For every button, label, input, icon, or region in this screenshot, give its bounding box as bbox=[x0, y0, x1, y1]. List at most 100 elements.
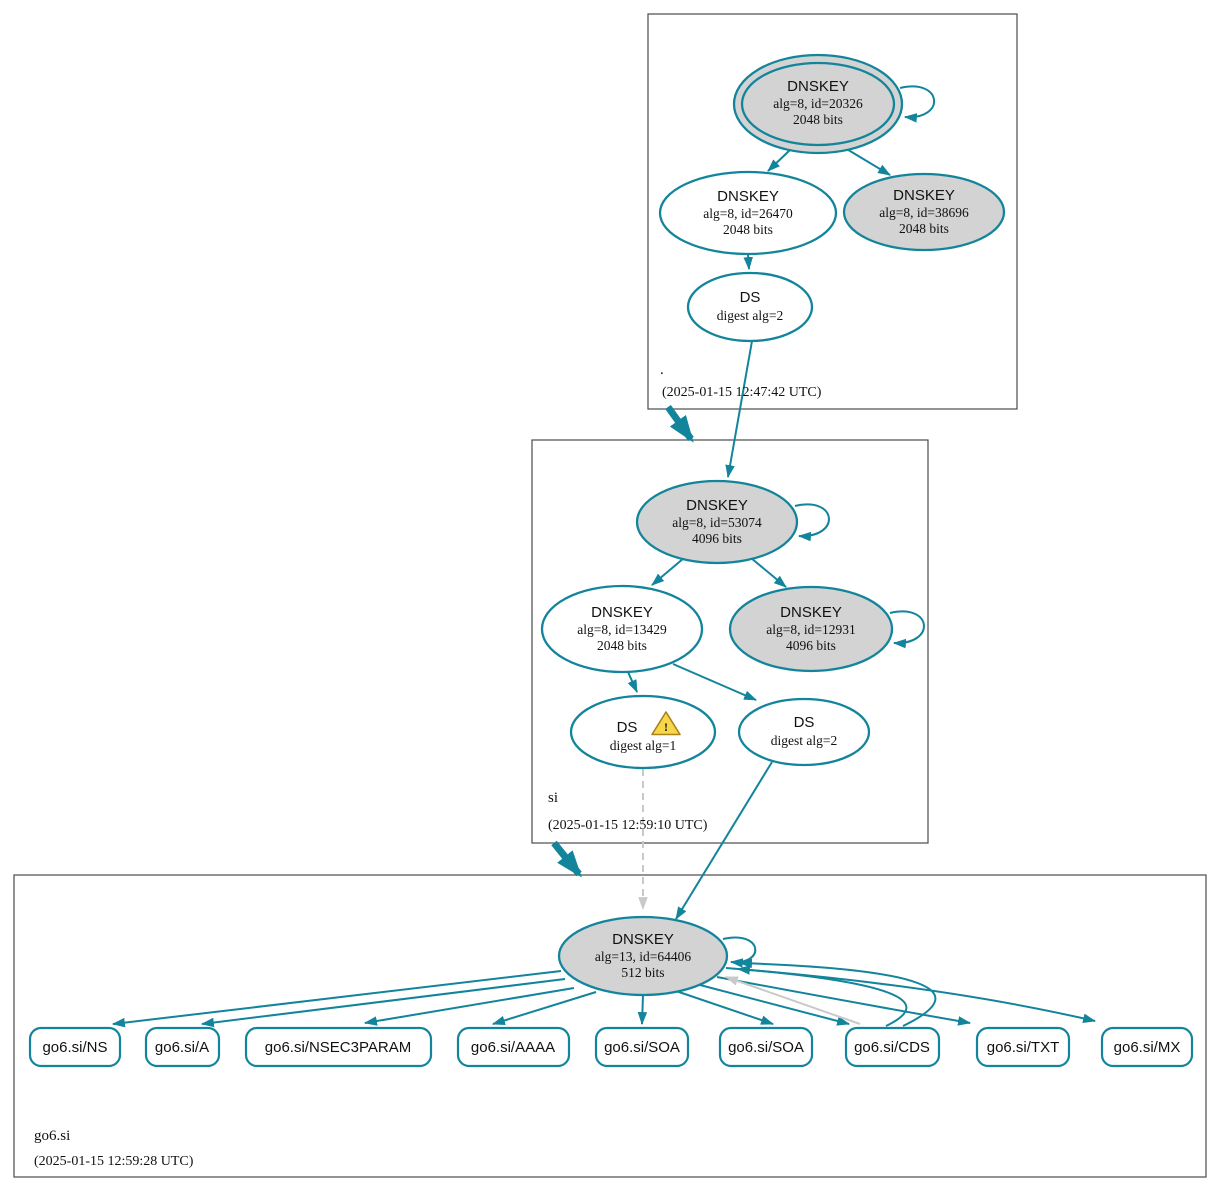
edge-si-ds2-to-go6si-dnskey bbox=[675, 761, 773, 920]
root-standby-title: DNSKEY bbox=[893, 187, 955, 204]
rrset-node-ns[interactable]: go6.si/NS bbox=[28, 1026, 122, 1068]
root-ds-ellipse[interactable] bbox=[686, 271, 814, 343]
rrset-node-soa-2[interactable]: go6.si/SOA bbox=[718, 1026, 814, 1068]
node-si-ksk[interactable]: DNSKEY alg=8, id=53074 4096 bits bbox=[635, 479, 799, 565]
edge-cds-to-dnskey-1 bbox=[738, 958, 937, 1027]
rrset-box-nsec3param[interactable] bbox=[244, 1026, 433, 1068]
edge-dnskey-to-ns bbox=[111, 970, 562, 1028]
rrset-box-mx[interactable] bbox=[1100, 1026, 1194, 1068]
edge-dnskey-to-txt bbox=[716, 976, 972, 1026]
selfloop-go6si-dnskey bbox=[722, 936, 757, 968]
edge-dnskey-to-cds bbox=[699, 984, 851, 1026]
warning-exclamation: ! bbox=[664, 720, 668, 734]
zone-label-si: si bbox=[548, 790, 558, 806]
warning-triangle bbox=[651, 711, 681, 736]
rrset-box-cds[interactable] bbox=[844, 1026, 941, 1068]
si-ksk-size: 4096 bits bbox=[692, 531, 742, 546]
rrset-label-aaaa: go6.si/AAAA bbox=[471, 1039, 555, 1056]
trust-chain-arrow-si-to-go6si bbox=[551, 840, 582, 878]
si-ds2-ellipse[interactable] bbox=[737, 697, 871, 767]
node-si-ds1[interactable]: DS ! digest alg=1 bbox=[569, 694, 717, 770]
rrset-node-nsec3param[interactable]: go6.si/NSEC3PARAM bbox=[244, 1026, 433, 1068]
root-ksk-title: DNSKEY bbox=[787, 78, 849, 95]
root-standby-ellipse[interactable] bbox=[842, 172, 1006, 252]
edge-si-zsk-to-ds2 bbox=[672, 663, 757, 701]
si-ksk-ellipse[interactable] bbox=[635, 479, 799, 565]
node-root-ds[interactable]: DS digest alg=2 bbox=[686, 271, 814, 343]
si-standby-size: 4096 bits bbox=[786, 638, 836, 653]
go6si-dnskey-attrs: alg=13, id=64406 bbox=[595, 949, 691, 964]
root-ds-attrs: digest alg=2 bbox=[717, 308, 783, 323]
edge-root-ksk-to-standby bbox=[844, 147, 891, 176]
warning-icon: ! bbox=[651, 711, 681, 736]
si-ds2-attrs: digest alg=2 bbox=[771, 733, 837, 748]
node-si-ds2[interactable]: DS digest alg=2 bbox=[737, 697, 871, 767]
si-standby-ellipse[interactable] bbox=[728, 585, 894, 673]
selfloop-root-ksk bbox=[899, 85, 935, 123]
si-zsk-size: 2048 bits bbox=[597, 638, 647, 653]
node-root-ksk[interactable]: DNSKEY alg=8, id=20326 2048 bits bbox=[732, 53, 904, 155]
rrset-box-a[interactable] bbox=[144, 1026, 221, 1068]
si-ds1-attrs: digest alg=1 bbox=[610, 738, 676, 753]
rrset-node-mx[interactable]: go6.si/MX bbox=[1100, 1026, 1194, 1068]
go6si-dnskey-ellipse[interactable] bbox=[557, 915, 729, 997]
zone-label-go6si: go6.si bbox=[34, 1128, 70, 1144]
root-zsk-attrs: alg=8, id=26470 bbox=[703, 206, 793, 221]
edge-cds-to-dnskey-gray bbox=[724, 976, 861, 1025]
edge-si-zsk-to-ds1 bbox=[627, 671, 638, 693]
edge-dnskey-to-nsec3param bbox=[363, 987, 575, 1026]
rrset-box-txt[interactable] bbox=[975, 1026, 1071, 1068]
rrset-label-ns: go6.si/NS bbox=[42, 1039, 107, 1056]
edge-root-ds-to-si-ksk bbox=[725, 340, 753, 479]
rrset-box-soa-1[interactable] bbox=[594, 1026, 690, 1068]
edge-si-ksk-to-zsk bbox=[651, 557, 685, 586]
edge-dnskey-to-a bbox=[200, 978, 566, 1028]
rrset-label-cds: go6.si/CDS bbox=[854, 1039, 930, 1056]
node-root-zsk[interactable]: DNSKEY alg=8, id=26470 2048 bits bbox=[658, 170, 838, 256]
rrset-node-aaaa[interactable]: go6.si/AAAA bbox=[456, 1026, 571, 1068]
si-ksk-title: DNSKEY bbox=[686, 497, 748, 514]
rrset-label-soa-1: go6.si/SOA bbox=[604, 1039, 680, 1056]
rrset-node-soa-1[interactable]: go6.si/SOA bbox=[594, 1026, 690, 1068]
edge-dnskey-to-soa1 bbox=[637, 994, 648, 1026]
root-zsk-title: DNSKEY bbox=[717, 188, 779, 205]
zone-label-root: . bbox=[660, 362, 664, 378]
zone-timestamp-si: (2025-01-15 12:59:10 UTC) bbox=[548, 818, 708, 833]
si-standby-title: DNSKEY bbox=[780, 604, 842, 621]
si-zsk-attrs: alg=8, id=13429 bbox=[577, 622, 667, 637]
rrset-label-mx: go6.si/MX bbox=[1114, 1039, 1181, 1056]
si-ksk-attrs: alg=8, id=53074 bbox=[672, 515, 762, 530]
rrset-node-a[interactable]: go6.si/A bbox=[144, 1026, 221, 1068]
rrset-box-soa-2[interactable] bbox=[718, 1026, 814, 1068]
root-zsk-size: 2048 bits bbox=[723, 222, 773, 237]
rrset-node-cds[interactable]: go6.si/CDS bbox=[844, 1026, 941, 1068]
rrset-box-ns[interactable] bbox=[28, 1026, 122, 1068]
si-zsk-title: DNSKEY bbox=[591, 604, 653, 621]
rrset-box-aaaa[interactable] bbox=[456, 1026, 571, 1068]
si-standby-attrs: alg=8, id=12931 bbox=[766, 622, 855, 637]
si-ds1-ellipse[interactable] bbox=[569, 694, 717, 770]
rrset-label-txt: go6.si/TXT bbox=[987, 1039, 1060, 1056]
root-zsk-ellipse[interactable] bbox=[658, 170, 838, 256]
edge-dnskey-to-aaaa bbox=[491, 991, 597, 1026]
zone-timestamp-go6si: (2025-01-15 12:59:28 UTC) bbox=[34, 1154, 194, 1169]
go6si-dnskey-size: 512 bits bbox=[621, 965, 664, 980]
root-ds-title: DS bbox=[740, 289, 761, 306]
si-zsk-ellipse[interactable] bbox=[540, 584, 704, 674]
node-si-standby-key[interactable]: DNSKEY alg=8, id=12931 4096 bits bbox=[728, 585, 894, 673]
root-standby-attrs: alg=8, id=38696 bbox=[879, 205, 969, 220]
edge-root-ksk-to-zsk bbox=[767, 148, 792, 172]
edge-dnskey-to-soa2 bbox=[675, 990, 775, 1025]
selfloop-si-standby bbox=[889, 610, 925, 649]
selfloop-si-ksk bbox=[794, 503, 830, 542]
rrset-label-a: go6.si/A bbox=[155, 1039, 209, 1056]
rrset-node-txt[interactable]: go6.si/TXT bbox=[975, 1026, 1071, 1068]
node-go6si-dnskey[interactable]: DNSKEY alg=13, id=64406 512 bits bbox=[557, 915, 729, 997]
trust-chain-arrow-root-to-si bbox=[665, 404, 694, 443]
node-root-standby-key[interactable]: DNSKEY alg=8, id=38696 2048 bits bbox=[842, 172, 1006, 252]
zone-timestamp-root: (2025-01-15 12:47:42 UTC) bbox=[662, 385, 822, 400]
root-standby-size: 2048 bits bbox=[899, 221, 949, 236]
node-si-zsk[interactable]: DNSKEY alg=8, id=13429 2048 bits bbox=[540, 584, 704, 674]
